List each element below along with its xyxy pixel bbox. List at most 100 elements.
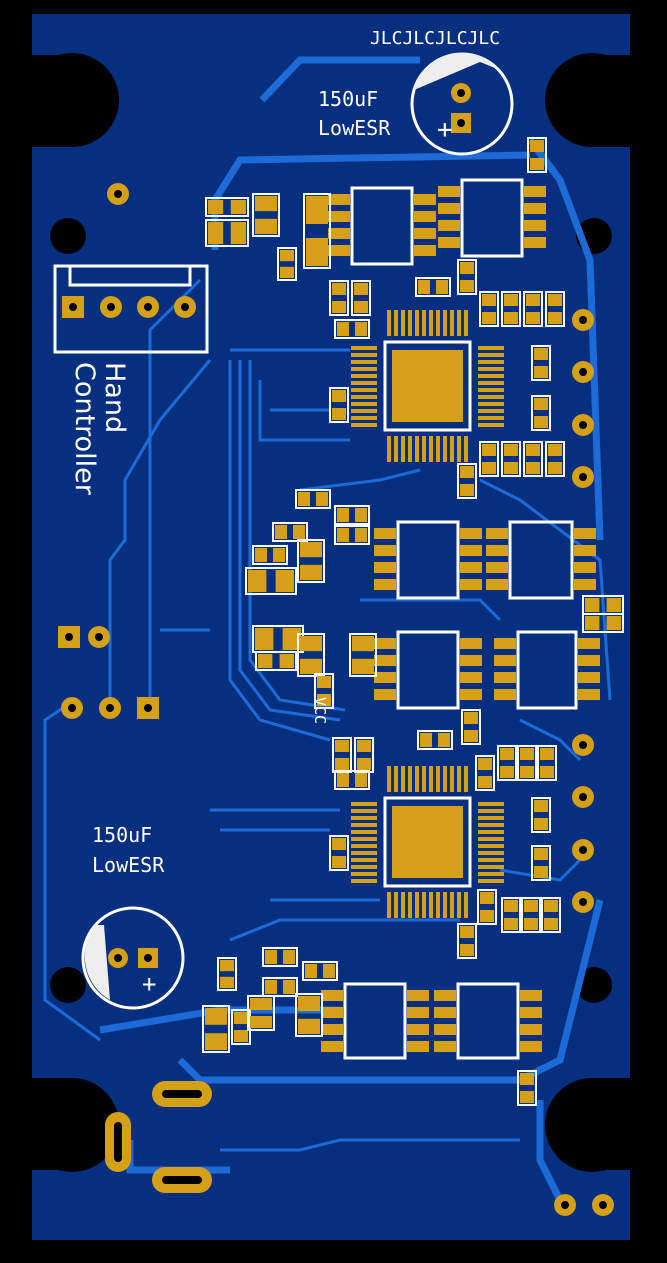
component-outline (297, 539, 325, 583)
soic-pin (407, 990, 429, 1001)
soic-pin (374, 672, 396, 683)
qfn-pin (478, 416, 504, 420)
smd-pad (438, 733, 450, 747)
smd-pad (300, 564, 322, 580)
smd-pad (534, 366, 548, 378)
smd-pad (234, 1012, 248, 1024)
qfn-pin (351, 360, 377, 364)
soic-pin (494, 672, 516, 683)
smd-pad (548, 444, 562, 456)
smd-pad (298, 996, 320, 1012)
smd-pad (482, 312, 496, 324)
drill-hole (95, 633, 103, 641)
qfn-pin (401, 892, 405, 918)
soic-pin (574, 562, 596, 573)
smd-pad (332, 390, 346, 402)
qfn-pin (415, 310, 419, 336)
component-outline (302, 961, 338, 981)
qfn-pin (443, 310, 447, 336)
smd-pad (355, 528, 367, 542)
soic-pin (524, 220, 546, 231)
component-outline (297, 633, 325, 677)
smd-pad (544, 900, 558, 912)
soic-pin (374, 638, 396, 649)
smd-pad (258, 654, 273, 668)
soic-pin (328, 211, 350, 222)
smd-pad (548, 462, 562, 474)
qfn-pin (478, 872, 504, 876)
smd-pad (265, 980, 277, 994)
qfn-pin (422, 892, 426, 918)
cap-bottom-polarity: + (142, 970, 156, 998)
qfn-pin (450, 766, 454, 792)
component-outline (272, 522, 308, 542)
qfn-pin (351, 367, 377, 371)
soic-pin (374, 655, 396, 666)
smd-pad (534, 348, 548, 360)
qfn-pin (464, 892, 468, 918)
qfn-pin (408, 310, 412, 336)
qfn-pin (415, 766, 419, 792)
drill-hole (579, 846, 587, 854)
component-outline (262, 947, 298, 967)
smd-pad (300, 658, 322, 674)
smd-pad (548, 312, 562, 324)
component-outline (582, 613, 624, 633)
qfn-pin (450, 310, 454, 336)
component-outline (205, 219, 249, 247)
component-outline (334, 525, 370, 545)
soic-pin (520, 1007, 542, 1018)
soic-pin (328, 228, 350, 239)
drill-hole (114, 190, 122, 198)
smd-pad (460, 926, 474, 938)
soic-pin (494, 655, 516, 666)
smd-pad (540, 766, 554, 778)
smd-pad (504, 900, 518, 912)
component-outline (314, 673, 334, 709)
soic-outline (396, 630, 460, 710)
component-outline (255, 651, 297, 671)
component-outline (457, 923, 477, 959)
smd-pad (520, 766, 534, 778)
smd-pad (220, 960, 234, 972)
qfn-pin (464, 766, 468, 792)
smd-pad (230, 200, 246, 214)
component-outline (475, 755, 495, 791)
component-outline (461, 709, 481, 745)
soic-pin (438, 237, 460, 248)
smd-pad (355, 322, 367, 336)
smd-pad (355, 508, 367, 522)
soic-pin (578, 672, 600, 683)
smd-pad (534, 866, 548, 878)
smd-pad (482, 444, 496, 456)
smd-pad (460, 262, 474, 274)
component-outline (521, 897, 541, 933)
slot-pads (105, 1081, 212, 1193)
component-outline (457, 259, 477, 295)
smd-pad (280, 250, 294, 262)
component-outline (334, 505, 370, 525)
qfn-pin (464, 436, 468, 462)
smd-pad (317, 694, 331, 706)
smd-pad (606, 616, 621, 630)
qfn-pin (387, 310, 391, 336)
soic-outline (508, 520, 574, 600)
qfn-pin (478, 823, 504, 827)
component-outline (329, 387, 349, 423)
soic-pin (574, 528, 596, 539)
qfn-pin (408, 892, 412, 918)
component-outline (523, 291, 543, 327)
soic-pin (574, 579, 596, 590)
component-outline (334, 770, 370, 790)
smd-pad (464, 730, 478, 742)
smd-pad (534, 416, 548, 428)
drill-hole (579, 793, 587, 801)
component-outline (545, 441, 565, 477)
smd-pad (460, 280, 474, 292)
cap-top-value: 150uF (318, 87, 378, 111)
smd-pad (255, 218, 277, 234)
smd-pad (332, 838, 346, 850)
soic-pin (321, 990, 343, 1001)
qfn-pin (351, 346, 377, 350)
soic-pin (434, 1007, 456, 1018)
